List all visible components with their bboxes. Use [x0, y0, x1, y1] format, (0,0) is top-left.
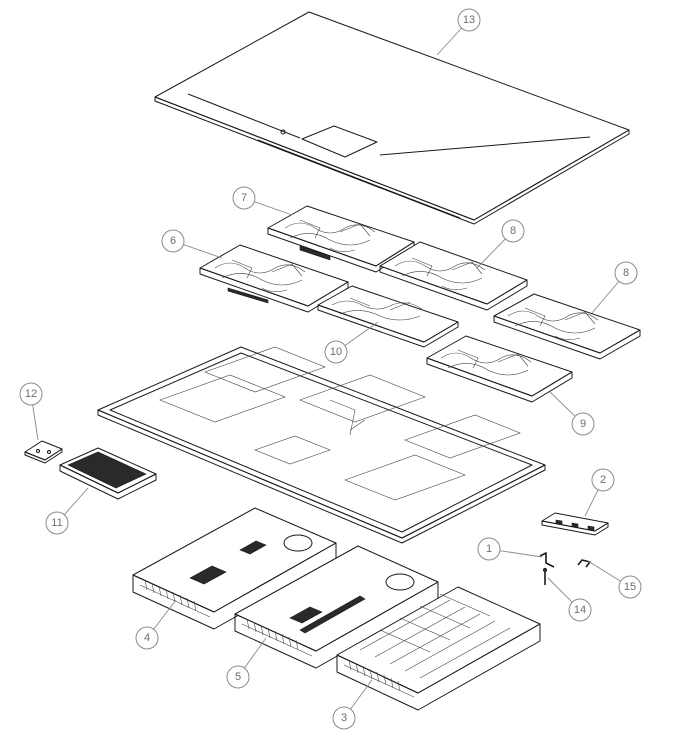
callout-circle	[45, 511, 69, 535]
callout-3: 3	[332, 679, 373, 730]
coil-tray-part-9	[426, 335, 573, 403]
callout-circle	[591, 468, 615, 492]
callout-12: 12	[19, 382, 43, 441]
callout-leader-line	[547, 577, 573, 603]
bracket-part-1	[539, 552, 555, 568]
callout-circle	[568, 598, 592, 622]
callout-circle	[232, 186, 256, 210]
clip-part-15	[577, 559, 591, 568]
callout-15: 15	[587, 560, 642, 599]
connector-strip-part-2	[541, 512, 609, 536]
callout-leader-line	[350, 679, 373, 710]
coil-tray-part-8b	[493, 293, 641, 360]
callout-8: 8	[591, 261, 638, 314]
coil-tray-part-10	[317, 285, 459, 348]
electronics-housing-part-4	[132, 507, 337, 630]
callout-number: 5	[235, 671, 241, 683]
callout-leader-line	[244, 637, 267, 669]
callout-13: 13	[436, 8, 481, 56]
callout-5: 5	[226, 637, 267, 689]
callout-circle	[324, 340, 348, 364]
callout-circle	[135, 626, 159, 650]
callout-circle	[501, 219, 525, 243]
callout-circle	[457, 8, 481, 32]
bottom-housing-part-3	[336, 586, 541, 711]
callout-circle	[618, 575, 642, 599]
callout-4: 4	[135, 599, 177, 650]
callout-circle	[161, 229, 185, 253]
callout-number: 14	[574, 604, 586, 616]
callout-leader-line	[344, 321, 379, 346]
electronics-housing-part-5	[234, 545, 439, 669]
callout-leader-line	[153, 599, 177, 630]
callout-leader-line	[183, 244, 223, 259]
callout-number: 7	[241, 192, 247, 204]
callout-circle	[332, 706, 356, 730]
callout-leader-line	[32, 404, 39, 441]
screw-part-14	[542, 567, 548, 585]
callout-leader-line	[476, 238, 506, 269]
callout-leader-line	[587, 560, 621, 582]
callout-9: 9	[549, 391, 595, 436]
callout-circle	[226, 665, 250, 689]
callout-leader-line	[63, 487, 89, 516]
callout-1: 1	[477, 537, 543, 561]
callout-6: 6	[161, 229, 223, 259]
callout-labels: 13 7 6 8 8 10 9 12 11 2 1 15 14 4 5 3	[19, 8, 642, 730]
callout-number: 4	[144, 632, 150, 644]
small-board-part-12	[24, 440, 63, 464]
callout-number: 3	[341, 712, 347, 724]
callout-10: 10	[324, 321, 379, 364]
callout-number: 10	[330, 346, 342, 358]
callout-number: 12	[25, 388, 37, 400]
callout-number: 8	[510, 225, 516, 237]
callout-11: 11	[45, 487, 89, 535]
callout-number: 1	[486, 543, 492, 555]
control-panel-part-11	[59, 447, 157, 500]
callout-leader-line	[499, 550, 543, 558]
callout-circle	[571, 412, 595, 436]
callout-number: 2	[600, 474, 606, 486]
callout-circle	[477, 537, 501, 561]
coil-tray-part-7	[267, 205, 415, 273]
base-frame	[97, 346, 546, 544]
callout-number: 13	[463, 14, 475, 26]
callout-leader-line	[254, 201, 293, 216]
callout-number: 8	[623, 267, 629, 279]
callout-2: 2	[584, 468, 615, 517]
callout-7: 7	[232, 186, 293, 216]
callout-number: 15	[624, 581, 636, 593]
glass-top-part-13	[154, 11, 630, 225]
coil-tray-part-8a	[379, 241, 528, 311]
callout-number: 11	[51, 517, 62, 529]
callout-leader-line	[584, 489, 599, 517]
callout-circle	[614, 261, 638, 285]
callout-leader-line	[591, 281, 620, 314]
callout-number: 6	[170, 235, 176, 247]
callout-circle	[19, 382, 43, 406]
callout-number: 9	[580, 418, 586, 430]
callout-14: 14	[547, 577, 592, 622]
callout-leader-line	[436, 27, 462, 56]
callout-8: 8	[476, 219, 525, 269]
callout-leader-line	[549, 391, 576, 417]
